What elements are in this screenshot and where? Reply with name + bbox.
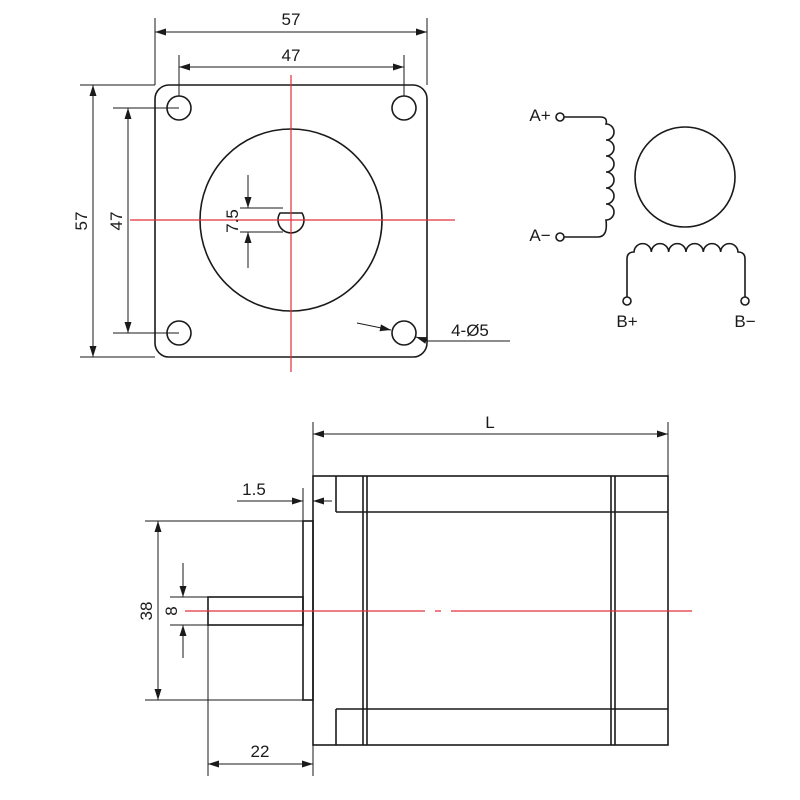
dim-label-shaft-dia: 8 <box>162 606 181 615</box>
dim-label-height-holes: 47 <box>107 212 126 231</box>
terminal-b-minus <box>740 296 750 306</box>
side-view: L 1.5 38 8 22 <box>137 413 692 776</box>
leader-hole-left <box>356 322 392 332</box>
coil-b <box>626 242 746 297</box>
dim-label-shaft-flat: 7.5 <box>223 209 242 233</box>
rotor-circle <box>634 126 736 228</box>
front-view: 57 47 57 47 7.5 4-Ø5 <box>72 10 510 372</box>
dim-label-width-holes: 47 <box>282 46 301 65</box>
terminal-b-plus <box>622 296 632 306</box>
dim-label-flange: 1.5 <box>242 480 266 499</box>
dim-label-pilot-dia: 38 <box>137 602 156 621</box>
terminal-a-minus <box>555 232 565 242</box>
terminal-a-plus <box>555 112 565 122</box>
mount-hole-top-right <box>391 95 417 121</box>
leader-hole-right <box>415 336 510 344</box>
terminal-label-a-plus: A+ <box>529 106 550 125</box>
holes-callout-label: 4-Ø5 <box>451 321 489 340</box>
terminal-label-b-plus: B+ <box>616 312 637 331</box>
terminal-label-a-minus: A− <box>529 226 550 245</box>
wiring-diagram: A+ A− B+ B− <box>529 106 755 331</box>
dim-label-height-outer: 57 <box>72 212 91 231</box>
mount-hole-bottom-right <box>391 320 417 346</box>
dim-label-shaft-length: 22 <box>251 742 270 761</box>
dim-label-width-outer: 57 <box>282 10 301 29</box>
coil-a <box>564 116 615 238</box>
dim-label-length: L <box>485 413 494 432</box>
terminal-label-b-minus: B− <box>734 312 755 331</box>
